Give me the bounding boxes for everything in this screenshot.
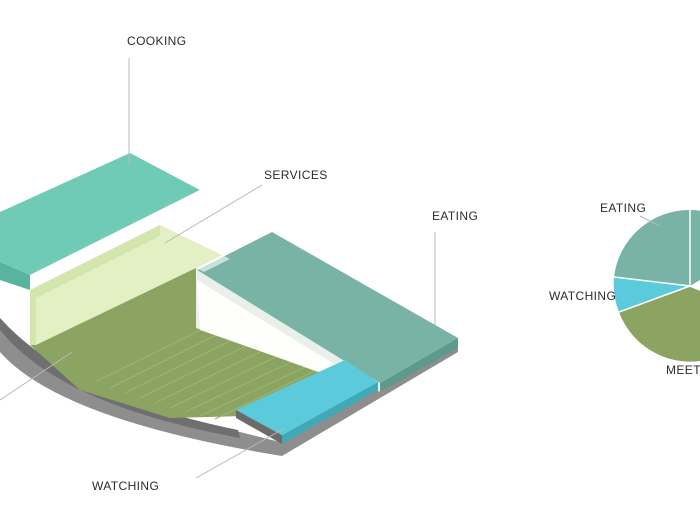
label-services: SERVICES	[264, 168, 328, 182]
pie-eating-leader	[639, 215, 661, 227]
cooking-block-side	[0, 262, 30, 290]
label-cooking: COOKING	[127, 34, 186, 48]
cooking-block-front	[30, 190, 200, 290]
base-front-edge	[0, 318, 240, 438]
pie-divider-3	[618, 285, 691, 313]
services-block-front	[30, 225, 160, 345]
watching-block-front	[282, 382, 378, 444]
pie-divider-4	[689, 285, 700, 291]
pie-slice-eating	[614, 209, 690, 286]
pie-slice-watching	[613, 277, 690, 312]
seating-steps	[94, 327, 326, 420]
services-leader	[164, 184, 263, 244]
bridge-highlight	[196, 255, 230, 272]
services-block-top	[30, 225, 222, 345]
pie-label-watching: WATCHING	[549, 289, 616, 303]
pie-divider-2	[613, 276, 691, 287]
cooking-block-top	[0, 153, 200, 275]
isometric-model	[0, 153, 458, 456]
watching-leader	[195, 427, 286, 479]
meeting-leader-left	[0, 351, 73, 401]
watching-block-top	[236, 360, 378, 435]
pie-chart	[613, 209, 700, 362]
label-eating: EATING	[432, 209, 478, 223]
pie-label-eating: EATING	[600, 201, 646, 215]
leader-lines	[0, 58, 436, 479]
pie-slice-eating-right	[690, 210, 700, 286]
label-watching: WATCHING	[92, 479, 159, 493]
watching-block-left	[236, 410, 282, 444]
eating-block-left	[197, 270, 380, 392]
eating-block-front	[380, 338, 458, 392]
eating-block-top	[197, 232, 458, 383]
pie-label-meeting: MEETIN	[666, 363, 700, 377]
